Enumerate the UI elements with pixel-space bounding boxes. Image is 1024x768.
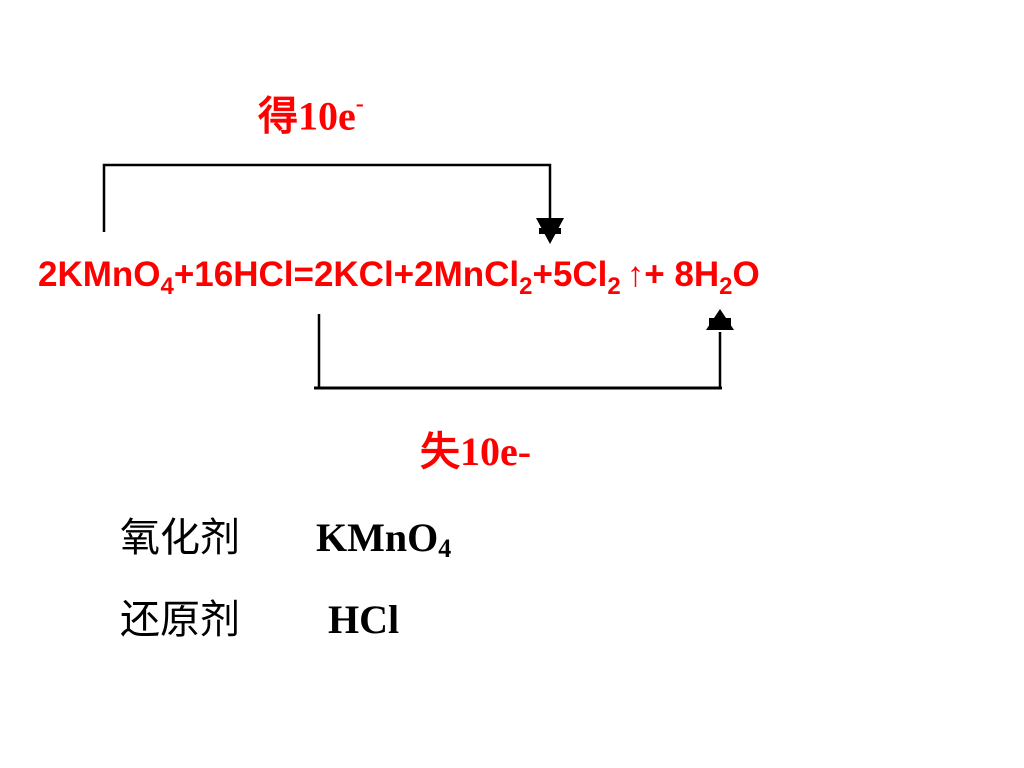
reducing-agent-term: 还原剂 [120,597,240,642]
equation-kmno4: 2KMnO [38,255,161,294]
equation-sub-h2o: 2 [719,273,733,300]
electron-gain-charge: - [355,91,364,117]
equation-cl2: +5Cl [532,255,608,294]
reducing-agent-formula: HCl [328,597,400,642]
gain-bracket [102,163,564,244]
electron-loss-label: 失10e- [420,429,532,474]
oxidizing-agent-row: 氧化剂 KMnO4 [120,510,451,566]
equation-gas-water: ↑+ 8H [626,255,720,294]
gain-bracket-line [102,163,552,232]
loss-bracket [314,309,734,390]
equation-o: O [732,255,760,294]
redox-equation: 2KMnO4+16HCl=2KCl+2MnCl2+5Cl2↑+ 8H2O [38,250,760,304]
electron-gain-text: 得10e [258,93,356,139]
equation-sub-4: 4 [160,273,174,300]
equation-sub-mncl2: 2 [519,273,533,300]
loss-bracket-line [317,314,722,390]
gain-arrowhead-shading [539,228,561,234]
reducing-agent-row: 还原剂 HCl [120,592,399,648]
equation-middle: +16HCl=2KCl+2MnCl [173,255,520,294]
oxidizing-agent-formula-main: KMnO [316,515,439,560]
electron-gain-label: 得10e- [258,80,364,144]
oxidizing-agent-formula-sub: 4 [438,534,452,563]
equation-sub-cl2: 2 [607,273,621,300]
oxidizing-agent-term: 氧化剂 [120,515,240,560]
oxidizing-agent-formula: KMnO4 [316,510,451,571]
loss-arrowhead-shading [709,318,731,330]
